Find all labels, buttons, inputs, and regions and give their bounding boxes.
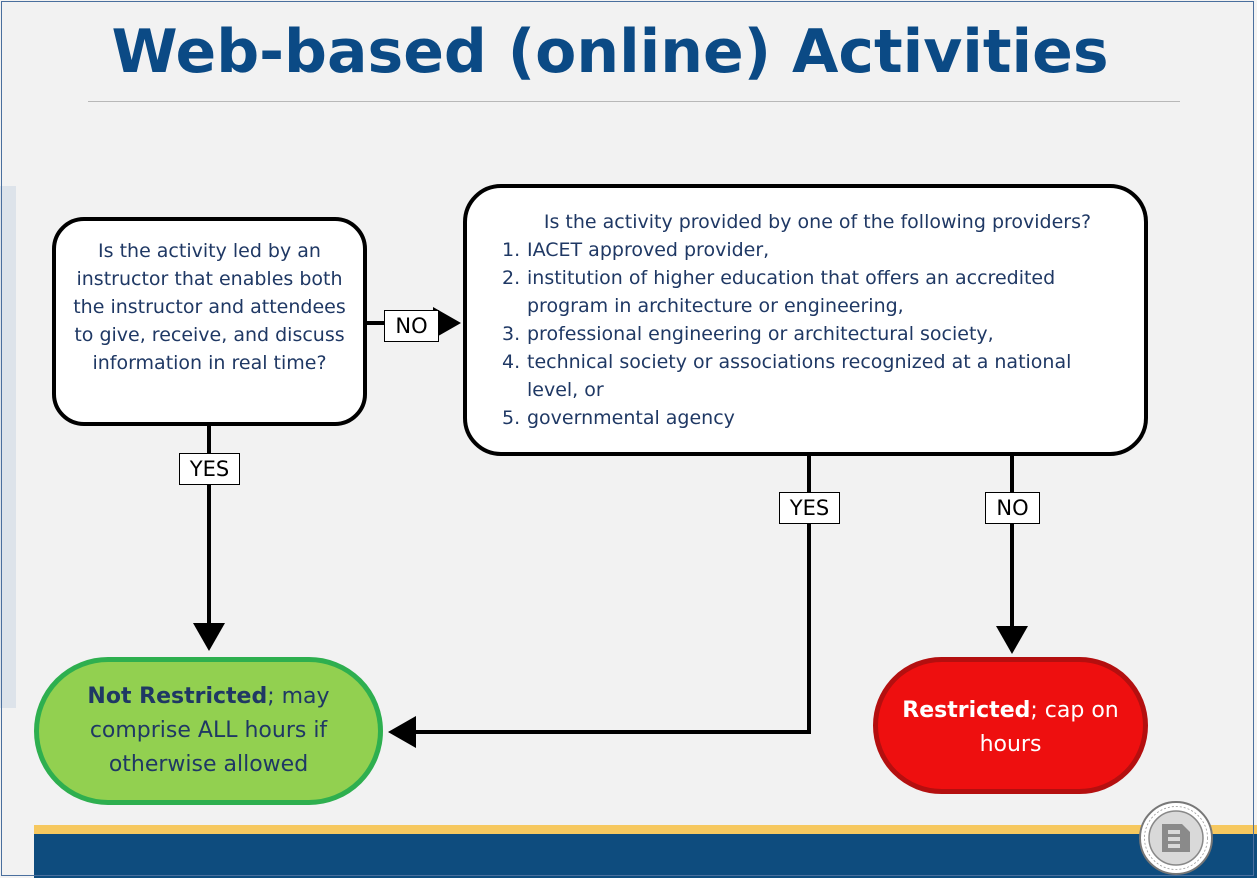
provider-list-item: 5.governmental agency <box>502 407 735 429</box>
footer-bar <box>34 834 1257 878</box>
outcome-not-restricted: Not Restricted; may comprise ALL hours i… <box>34 657 383 805</box>
provider-list-item: 1.IACET approved provider, <box>502 239 770 261</box>
edge-q2-to-not-restricted <box>388 456 811 748</box>
provider-list-item: 2.institution of higher education that o… <box>502 267 1056 317</box>
outcome-restricted-text: ; cap on hours <box>979 698 1119 757</box>
outcome-not-restricted-bold: Not Restricted <box>87 684 268 709</box>
outcome-restricted-bold: Restricted <box>902 698 1031 723</box>
board-seal-logo: BOARD OF ENGINEERS AND ARCHITECTS STATE … <box>1138 800 1214 876</box>
outcome-restricted: Restricted; cap on hours <box>873 657 1148 794</box>
slide-title: Web-based (online) Activities <box>111 17 1109 87</box>
footer-gold-band <box>34 825 1257 834</box>
decision-real-time-instructor: Is the activity led by an instructor tha… <box>52 217 367 426</box>
decision-real-time-instructor-text: Is the activity led by an instructor tha… <box>73 240 346 374</box>
decision-approved-provider-question: Is the activity provided by one of the f… <box>543 211 1092 233</box>
provider-list: 1.IACET approved provider, 2.institution… <box>497 236 1124 432</box>
decision-approved-provider: Is the activity provided by one of the f… <box>463 184 1148 456</box>
title-divider <box>88 101 1180 102</box>
seal-icon <box>1139 801 1213 875</box>
edge-label-yes-1: YES <box>179 453 240 485</box>
edge-label-yes-2: YES <box>779 492 840 524</box>
provider-list-item: 3.professional engineering or architectu… <box>502 323 994 345</box>
edge-label-no-1: NO <box>384 310 439 342</box>
outcome-not-restricted-text: ; may comprise ALL hours if otherwise al… <box>89 684 330 777</box>
left-side-strip <box>0 186 16 708</box>
edge-label-no-2: NO <box>985 492 1040 524</box>
provider-list-item: 4.technical society or associations reco… <box>502 351 1072 401</box>
